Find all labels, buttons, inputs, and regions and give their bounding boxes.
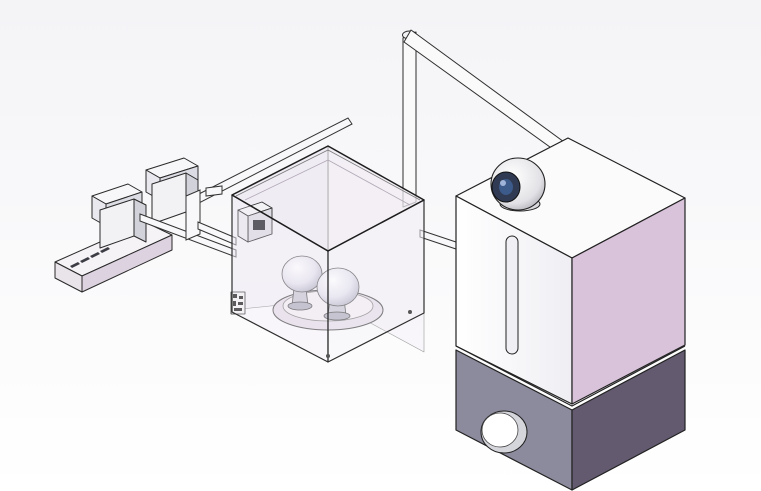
plug-adapter-left — [91, 183, 147, 249]
humidifier — [455, 137, 686, 491]
webcam — [490, 157, 546, 212]
power-strip-slots — [70, 247, 110, 268]
plug-cables — [139, 185, 237, 258]
humidifier-knob — [480, 410, 528, 454]
water-level-window — [505, 235, 519, 355]
mushroom-left — [281, 255, 323, 311]
growth-chamber — [230, 145, 425, 363]
chamber-marker — [230, 291, 246, 315]
